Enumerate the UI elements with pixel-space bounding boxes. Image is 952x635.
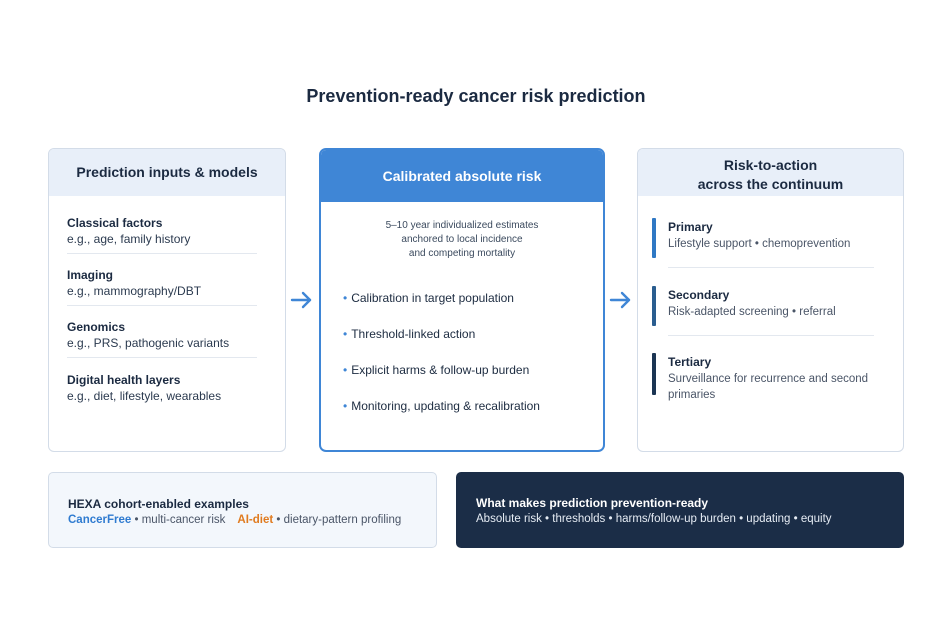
level-secondary: Secondary Risk-adapted screening • refer… (652, 286, 897, 326)
divider (668, 267, 874, 268)
input-group-title: Genomics (67, 320, 126, 334)
level-title: Tertiary (668, 355, 712, 369)
arrow-right-icon (290, 291, 312, 309)
level-bar (652, 286, 656, 326)
risk-to-action-card: Risk-to-action across the continuum Prim… (637, 148, 904, 452)
ai-diet-label: AI-diet (237, 514, 274, 526)
input-group-title: Digital health layers (67, 373, 181, 387)
input-group-digital: Digital health layers e.g., diet, lifest… (67, 373, 257, 403)
bullet-icon: • (343, 327, 348, 341)
level-sub: Risk-adapted screening • referral (668, 306, 836, 318)
input-group-sub: e.g., mammography/DBT (67, 284, 202, 298)
prevention-ready-box: What makes prediction prevention-ready A… (456, 472, 904, 548)
hexa-examples-line: CancerFree • multi-cancer risk AI-diet • … (68, 514, 401, 526)
ready-line: Absolute risk • thresholds • harms/follo… (476, 513, 832, 525)
level-sub: Surveillance for recurrence and second p… (668, 373, 869, 401)
divider (668, 335, 874, 336)
center-item-label: Calibration in target population (351, 291, 514, 305)
input-group-genomics: Genomics e.g., PRS, pathogenic variants (67, 320, 257, 350)
action-heading-line: across the continuum (697, 176, 844, 192)
desc-line: 5–10 year individualized estimates (385, 220, 539, 231)
page-title: Prevention-ready cancer risk prediction (306, 86, 646, 106)
action-heading-line: Risk-to-action (723, 157, 818, 173)
bullet-icon: • (343, 363, 348, 377)
inputs-card: Prediction inputs & models Classical fac… (48, 148, 286, 452)
inputs-heading: Prediction inputs & models (49, 149, 285, 196)
level-tertiary: Tertiary Surveillance for recurrence and… (652, 353, 897, 401)
divider (67, 305, 257, 306)
ai-diet-desc: • dietary-pattern profiling (273, 514, 402, 526)
center-item: •Monitoring, updating & recalibration (343, 399, 540, 413)
input-group-sub: e.g., age, family history (67, 232, 191, 246)
input-group-sub: e.g., diet, lifestyle, wearables (67, 389, 222, 403)
input-group-title: Classical factors (67, 216, 163, 230)
level-bar (652, 353, 656, 395)
input-group-title: Imaging (67, 268, 114, 282)
hexa-title: HEXA cohort-enabled examples (68, 497, 249, 511)
center-item-label: Explicit harms & follow-up burden (351, 363, 530, 377)
level-title: Secondary (668, 288, 730, 302)
level-primary: Primary Lifestyle support • chemoprevent… (652, 218, 897, 258)
level-bar (652, 218, 656, 258)
desc-line: and competing mortality (408, 248, 516, 259)
center-item: •Calibration in target population (343, 291, 514, 305)
center-item-label: Monitoring, updating & recalibration (351, 399, 540, 413)
input-group-classical: Classical factors e.g., age, family hist… (67, 216, 257, 246)
input-group-sub: e.g., PRS, pathogenic variants (67, 336, 230, 350)
ready-title: What makes prediction prevention-ready (476, 496, 709, 510)
bullet-icon: • (343, 399, 348, 413)
calibrated-risk-card: Calibrated absolute risk 5–10 year indiv… (319, 148, 605, 452)
cancerfree-label: CancerFree (68, 514, 132, 526)
cancerfree-desc: • multi-cancer risk (131, 514, 226, 526)
center-item-label: Threshold-linked action (351, 327, 476, 341)
arrow-right-icon (609, 291, 631, 309)
center-item: •Threshold-linked action (343, 327, 475, 341)
divider (67, 357, 257, 358)
input-group-imaging: Imaging e.g., mammography/DBT (67, 268, 257, 298)
center-heading: Calibrated absolute risk (321, 150, 603, 202)
desc-line: anchored to local incidence (401, 234, 523, 245)
divider (67, 253, 257, 254)
hexa-examples-box: HEXA cohort-enabled examples CancerFree … (48, 472, 437, 548)
level-title: Primary (668, 220, 713, 234)
level-sub: Lifestyle support • chemoprevention (668, 238, 851, 250)
center-description: 5–10 year individualized estimates ancho… (321, 219, 603, 261)
bullet-icon: • (343, 291, 348, 305)
center-item: •Explicit harms & follow-up burden (343, 363, 529, 377)
action-heading: Risk-to-action across the continuum (638, 149, 903, 196)
